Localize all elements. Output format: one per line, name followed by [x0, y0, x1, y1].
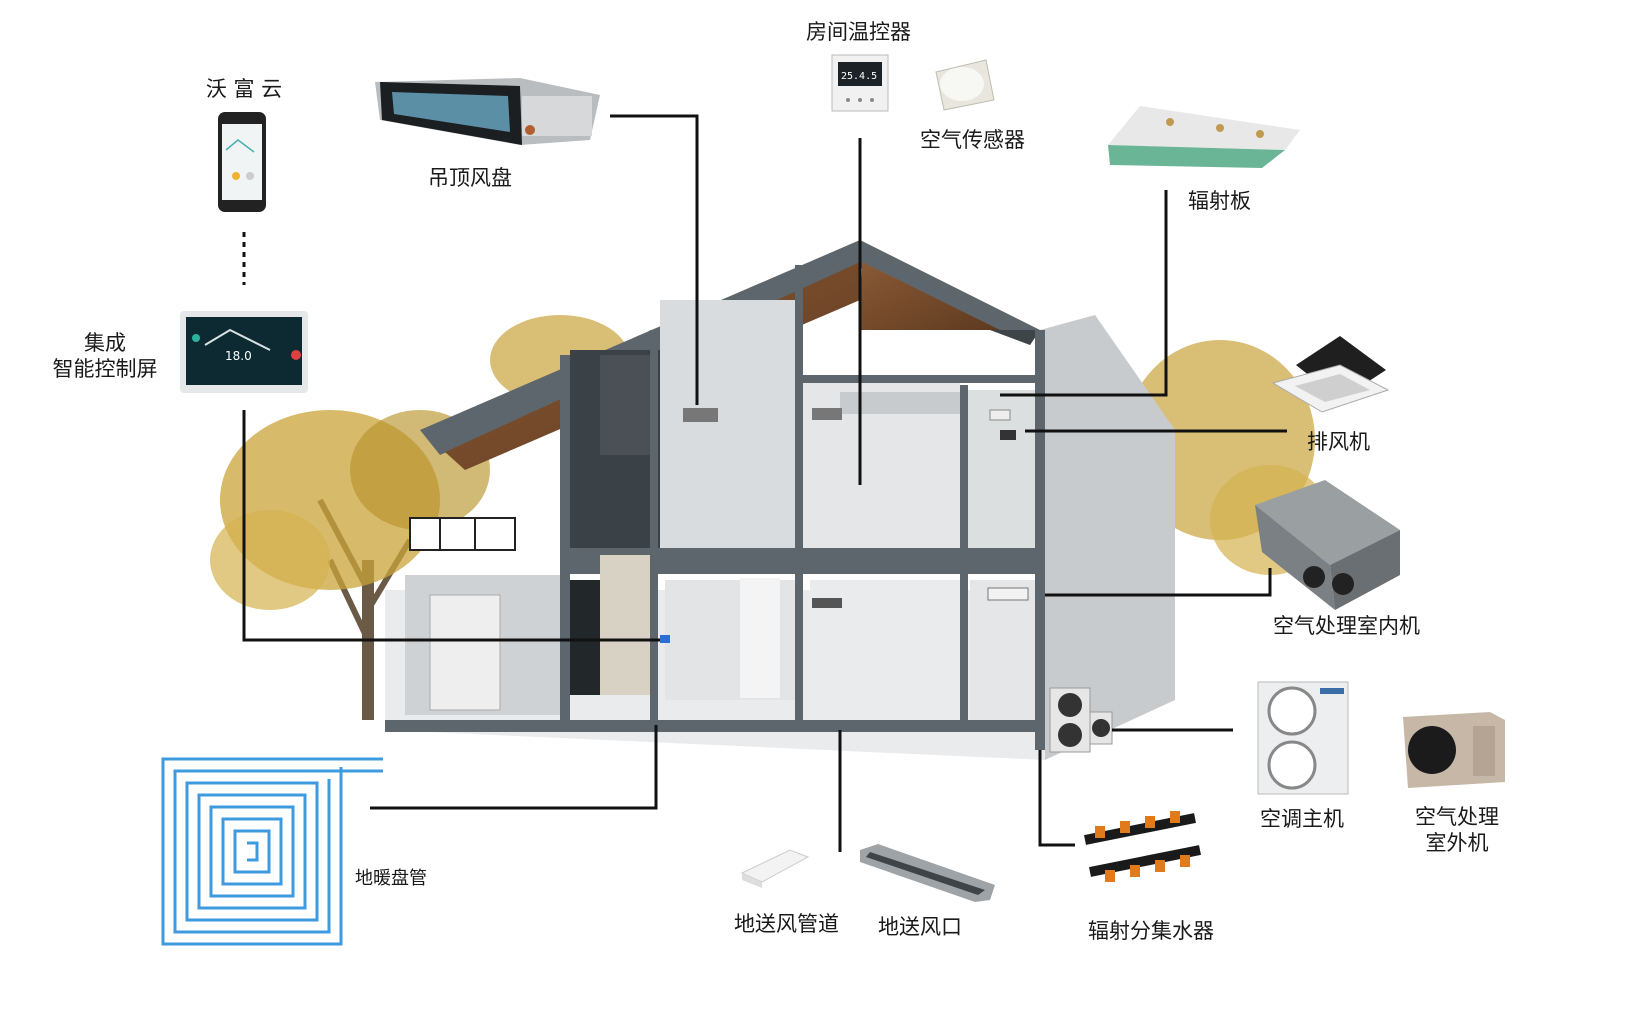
floor-vent — [860, 844, 995, 902]
radiant-panel — [1108, 106, 1300, 168]
connector-ahu-indoor — [1045, 568, 1272, 597]
label-smart-screen: 集成 智能控制屏 — [40, 330, 170, 382]
label-ahu-indoor: 空气处理室内机 — [1273, 614, 1420, 638]
label-thermostat: 房间温控器 — [806, 20, 911, 44]
house-cutaway — [385, 240, 1175, 760]
connector-floor-coil — [370, 725, 658, 810]
label-floor-vent: 地送风口 — [878, 915, 962, 939]
label-exhaust-fan: 排风机 — [1307, 430, 1370, 454]
connector-fan-coil — [610, 114, 699, 405]
room-thermostat: 25.4.5 — [831, 54, 889, 112]
air-sensor — [935, 59, 995, 111]
connector-screen-house — [242, 410, 660, 642]
screen-temperature: 18.0 — [225, 349, 252, 363]
ac-main-unit — [1257, 681, 1349, 795]
connector-lines — [242, 114, 1287, 852]
thermostat-reading: 25.4.5 — [841, 71, 877, 82]
label-smart-screen-line1: 集成 — [84, 331, 126, 355]
label-air-sensor: 空气传感器 — [920, 128, 1025, 152]
label-floor-coil: 地暖盘管 — [355, 868, 427, 889]
label-manifold: 辐射分集水器 — [1088, 919, 1214, 943]
label-ac-main: 空调主机 — [1260, 807, 1344, 831]
label-cloud: 沃 富 云 — [205, 77, 283, 101]
label-ahu-outdoor-line1: 空气处理 — [1415, 805, 1499, 829]
label-smart-screen-line2: 智能控制屏 — [52, 357, 158, 381]
label-floor-duct: 地送风管道 — [734, 912, 839, 936]
connector-manifold — [1038, 750, 1075, 847]
label-ahu-outdoor-line2: 室外机 — [1425, 831, 1489, 855]
connector-radiant-panel — [1000, 190, 1168, 397]
floor-heating-coil — [161, 757, 383, 946]
ceiling-fan-coil-unit — [375, 78, 600, 145]
floor-duct — [740, 849, 810, 888]
label-ahu-outdoor: 空气处理 室外机 — [1398, 804, 1516, 856]
phone-app — [218, 112, 266, 212]
smart-control-screen: 18.0 — [180, 311, 308, 393]
label-radiant-panel: 辐射板 — [1188, 189, 1251, 213]
label-fan-coil: 吊顶风盘 — [428, 166, 512, 190]
ahu-outdoor-unit — [1403, 712, 1505, 788]
ahu-indoor-unit — [1255, 480, 1400, 610]
radiant-manifold — [1084, 811, 1201, 882]
exhaust-fan — [1271, 336, 1390, 413]
